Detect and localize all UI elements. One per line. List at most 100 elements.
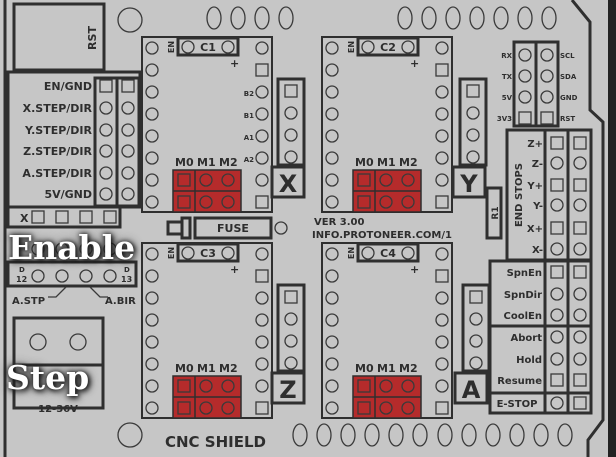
header-hole (292, 423, 308, 447)
i2c-label: GND (560, 94, 578, 102)
square-pad (550, 221, 564, 235)
pin-hole (550, 330, 564, 344)
square-pad (255, 63, 269, 77)
pin-hole (435, 151, 449, 165)
pin-hole (79, 242, 93, 256)
i2c-label: 5V (502, 94, 513, 102)
pin-hole (435, 313, 449, 327)
pin-hole (325, 63, 339, 77)
control-label: Abort (511, 333, 543, 344)
axis-label: Y (459, 170, 478, 198)
header-hole (230, 6, 246, 30)
enable-pin-label: EN (167, 247, 176, 259)
pin-hole (573, 287, 587, 301)
pin-hole (99, 101, 113, 115)
header-hole (254, 6, 270, 30)
header-hole (388, 423, 404, 447)
microstep-label: M1 (197, 156, 216, 169)
pin-hole (325, 85, 339, 99)
pin-hole (401, 246, 415, 260)
end-stop-label: Z- (532, 159, 543, 170)
microstep-label: M0 (175, 362, 194, 375)
pin-hole (221, 195, 235, 209)
square-pad (550, 373, 564, 387)
terminal-screw (29, 333, 47, 351)
pin-hole (255, 335, 269, 349)
square-pad (255, 401, 269, 415)
pin-hole (145, 379, 159, 393)
pin-hole (325, 313, 339, 327)
pin-column (93, 76, 119, 208)
capacitor-label: C1 (200, 41, 216, 54)
capacitor (176, 242, 240, 263)
pin-hole (518, 48, 532, 62)
pin-hole (518, 90, 532, 104)
pin-hole (361, 246, 375, 260)
i2c-pin-column (512, 40, 538, 128)
axis-row-label: X (20, 212, 29, 225)
header-hole (316, 423, 332, 447)
pin-hole (435, 247, 449, 261)
axis-label-box (270, 371, 306, 405)
pin-hole (540, 69, 554, 83)
i2c-pin-column (534, 40, 560, 128)
pin-hole (435, 129, 449, 143)
version-label: VER 3.00 (314, 217, 364, 228)
square-pad (357, 379, 371, 393)
pin-hole (466, 150, 480, 164)
pin-hole (550, 156, 564, 170)
end-stop-label: X- (532, 245, 543, 256)
pin-hole (255, 41, 269, 55)
pin-hole (325, 379, 339, 393)
pin-hole (145, 85, 159, 99)
square-pad (435, 63, 449, 77)
pin-hole (145, 357, 159, 371)
square-pad (550, 265, 564, 279)
square-pad (121, 79, 135, 93)
d13-label: D (124, 266, 130, 274)
header-hole (557, 423, 573, 447)
pin-hole (255, 357, 269, 371)
pin-hole (255, 129, 269, 143)
square-pad (573, 178, 587, 192)
pin-hole (284, 106, 298, 120)
pin-hole (325, 247, 339, 261)
pin-hole (401, 40, 415, 54)
pin-hole (325, 173, 339, 187)
pin-hole (145, 269, 159, 283)
pin-hole (325, 401, 339, 415)
header-hole (340, 423, 356, 447)
pin-hole (221, 246, 235, 260)
pin-hole (145, 313, 159, 327)
square-pad (284, 84, 298, 98)
spindle-label: CoolEn (504, 311, 542, 322)
pin-hole (145, 173, 159, 187)
pin-hole (99, 144, 113, 158)
mount-hole (117, 7, 143, 33)
microstep-label: M1 (197, 362, 216, 375)
header-hole (541, 6, 557, 30)
pin-hole (325, 335, 339, 349)
motor-connector (276, 77, 306, 167)
power-label: 12-36V (38, 404, 78, 415)
pin-hole (379, 379, 393, 393)
d13-label: 13 (121, 275, 132, 284)
pin-hole (379, 173, 393, 187)
square-pad (177, 401, 191, 415)
pin-hole (145, 129, 159, 143)
pin-hole (255, 173, 269, 187)
url-label: INFO.PROTONEER.COM/1 (312, 230, 452, 241)
axis-row (6, 205, 122, 229)
pin-hole (121, 166, 135, 180)
header-hole (445, 6, 461, 30)
header-hole (485, 423, 501, 447)
square-pad (435, 195, 449, 209)
a-dir-label: A.BIR (105, 296, 136, 307)
axis-label: A (462, 376, 481, 404)
square-pad (79, 210, 93, 224)
square-pad (466, 84, 480, 98)
square-pad (357, 401, 371, 415)
header-label: Z.STEP/DIR (23, 145, 92, 158)
spindle-label: SpnEn (507, 268, 542, 279)
